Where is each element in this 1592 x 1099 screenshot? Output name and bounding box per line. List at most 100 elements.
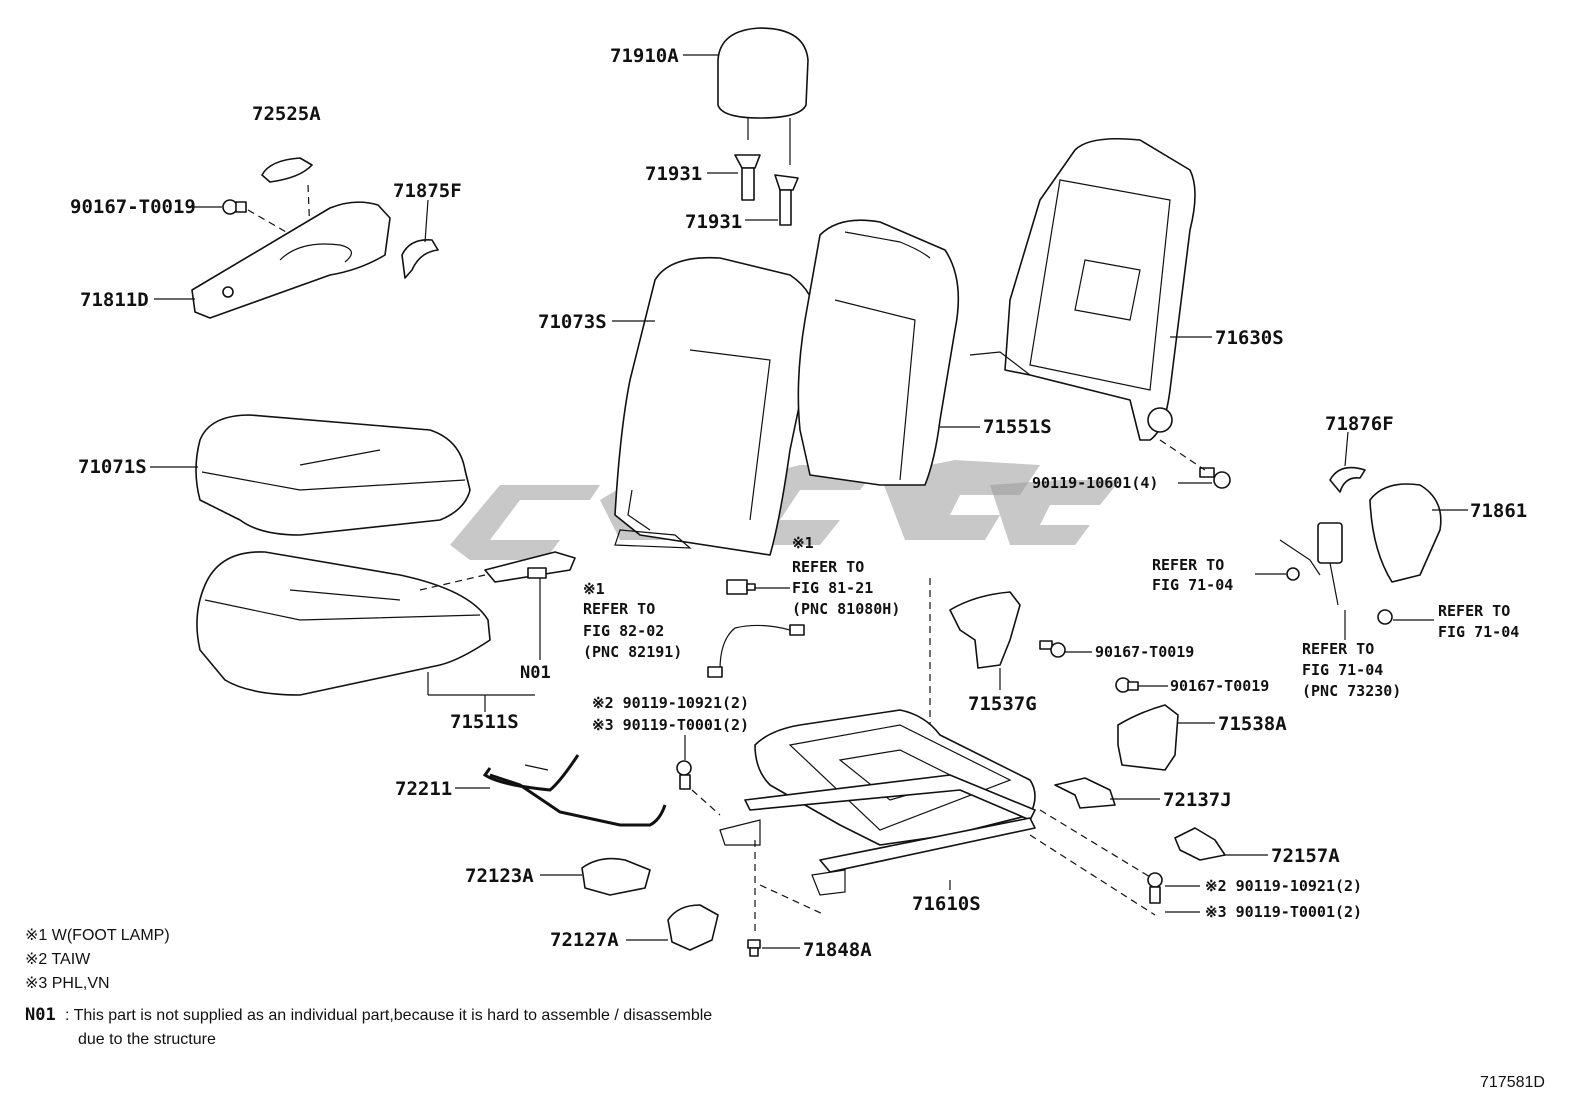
svg-text:(PNC 81080H)[interactable]: (PNC 81080H) (792, 600, 900, 618)
svg-text:FIG 71-04[interactable]: FIG 71-04 (1438, 623, 1519, 641)
svg-text:REFER TO[interactable]: REFER TO (792, 558, 864, 576)
seat-belt-buckle-part[interactable] (1279, 522, 1393, 625)
label-71931-lower[interactable]: 71931 (685, 211, 742, 233)
cover-knob-part[interactable] (261, 157, 313, 183)
legend-s3: ※3 PHL,VN (25, 975, 110, 992)
legend: ※1 W(FOOT LAMP) ※2 TAIW ※3 PHL,VN (25, 927, 170, 992)
knob-cover-part[interactable] (1054, 777, 1116, 809)
bolt-part[interactable] (1147, 872, 1163, 904)
reference-fig-71-04-c[interactable]: REFER TO FIG 71-04 (PNC 73230) (1302, 640, 1401, 700)
legend-s2: ※2 TAIW (25, 951, 91, 968)
side-cover-inner-part[interactable] (949, 591, 1021, 669)
svg-text:(PNC 82191)[interactable]: (PNC 82191) (583, 643, 682, 661)
label-n01[interactable]: N01 (520, 663, 551, 683)
bolt-part[interactable] (1199, 467, 1231, 489)
seat-cushion-pad-part[interactable] (196, 551, 491, 696)
label-bolt-s3-right[interactable]: ※3 90119-T0001(2) (1205, 903, 1362, 921)
dashed-line (1029, 834, 1156, 916)
note-code: N01 (25, 1005, 56, 1025)
seatback-cover-part[interactable] (797, 219, 960, 486)
side-cover-outer-part[interactable] (1117, 704, 1179, 771)
label-71511S[interactable]: 71511S (450, 711, 519, 733)
svg-text:REFER TO[interactable]: REFER TO (1302, 640, 1374, 658)
svg-text:REFER TO[interactable]: REFER TO (1152, 556, 1224, 574)
svg-text:FIG 71-04[interactable]: FIG 71-04 (1152, 576, 1233, 594)
shield-part[interactable] (191, 201, 391, 319)
lever-rod-part[interactable] (482, 754, 667, 827)
diagram-code: 717581D (1480, 1074, 1545, 1091)
label-90119-10601[interactable]: 90119-10601(4) (1032, 474, 1158, 492)
svg-text:(PNC 73230)[interactable]: (PNC 73230) (1302, 682, 1401, 700)
label-71610S[interactable]: 71610S (912, 893, 981, 915)
headrest-part[interactable] (717, 27, 809, 165)
dashed-line (1159, 439, 1206, 471)
label-90167-T0019-mid[interactable]: 90167-T0019 (1095, 643, 1194, 661)
cover-clip-part[interactable] (1329, 466, 1366, 493)
label-71861[interactable]: 71861 (1470, 500, 1527, 522)
label-bolt-s3-left[interactable]: ※3 90119-T0001(2) (592, 716, 749, 734)
cap-part[interactable] (747, 939, 761, 957)
label-71538A[interactable]: 71538A (1218, 713, 1287, 735)
label-71876F[interactable]: 71876F (1325, 413, 1394, 435)
seatback-frame-part[interactable] (969, 137, 1196, 441)
legend-s1: ※1 W(FOOT LAMP) (25, 927, 170, 944)
label-90167-T0019-top[interactable]: 90167-T0019 (70, 196, 196, 218)
label-72157A[interactable]: 72157A (1271, 845, 1340, 867)
svg-text:REFER TO[interactable]: REFER TO (1438, 602, 1510, 620)
bolt-part[interactable] (676, 760, 692, 790)
note-line-1: : This part is not supplied as an indivi… (65, 1007, 712, 1024)
lever-cover-part[interactable] (1174, 827, 1226, 861)
cover-clip-part[interactable] (401, 238, 439, 279)
label-72127A[interactable]: 72127A (550, 929, 619, 951)
reference-fig-71-04-b[interactable]: REFER TO FIG 71-04 (1438, 602, 1519, 641)
label-72137J[interactable]: 72137J (1163, 789, 1232, 811)
label-72525A[interactable]: 72525A (252, 103, 321, 125)
handle-part[interactable] (667, 904, 719, 951)
n01-note: N01 : This part is not supplied as an in… (25, 1005, 712, 1048)
svg-text:FIG 71-04[interactable]: FIG 71-04 (1302, 661, 1383, 679)
dashed-line (691, 789, 721, 816)
foot-lamp-connector-part[interactable] (726, 579, 756, 595)
seatback-pad-part[interactable] (614, 256, 817, 556)
dashed-line (1039, 809, 1156, 881)
label-71931-upper[interactable]: 71931 (645, 163, 702, 185)
label-71875F[interactable]: 71875F (393, 180, 462, 202)
reference-fig-71-04-a[interactable]: REFER TO FIG 71-04 (1152, 556, 1233, 594)
seat-adjuster-frame-part[interactable] (719, 709, 1036, 896)
reference-fig-82-02[interactable]: ※1 REFER TO FIG 82-02 (PNC 82191) (583, 580, 682, 661)
wire-harness-part[interactable] (707, 624, 805, 678)
note-line-2: due to the structure (78, 1031, 216, 1048)
dashed-line (759, 884, 826, 916)
headrest-support-part[interactable] (734, 154, 799, 226)
screw-part[interactable] (222, 199, 247, 215)
screw-part[interactable] (1115, 677, 1139, 693)
label-71910A[interactable]: 71910A (610, 45, 679, 67)
label-71630S[interactable]: 71630S (1215, 327, 1284, 349)
knob-part[interactable] (581, 857, 651, 896)
label-bolt-s2-left[interactable]: ※2 90119-10921(2) (592, 694, 749, 712)
side-cover-part[interactable] (1369, 483, 1442, 583)
label-bolt-s2-right[interactable]: ※2 90119-10921(2) (1205, 877, 1362, 895)
label-72211[interactable]: 72211 (395, 778, 452, 800)
seat-cushion-cover-part[interactable] (195, 414, 471, 536)
label-71537G[interactable]: 71537G (968, 693, 1037, 715)
leader-line (1344, 431, 1349, 467)
label-71551S[interactable]: 71551S (983, 416, 1052, 438)
label-71848A[interactable]: 71848A (803, 939, 872, 961)
label-90167-T0019-right[interactable]: 90167-T0019 (1170, 677, 1269, 695)
svg-text:※1[interactable]: ※1 (792, 534, 814, 552)
reference-fig-81-21[interactable]: ※1 REFER TO FIG 81-21 (PNC 81080H) (792, 534, 900, 618)
leader-line (424, 199, 429, 243)
svg-text:※1[interactable]: ※1 (583, 580, 605, 598)
screw-part[interactable] (1039, 640, 1066, 658)
n01-bracket-part[interactable] (484, 551, 576, 583)
label-72123A[interactable]: 72123A (465, 865, 534, 887)
label-71071S[interactable]: 71071S (78, 456, 147, 478)
label-71073S[interactable]: 71073S (538, 311, 607, 333)
svg-text:REFER TO[interactable]: REFER TO (583, 600, 655, 618)
svg-text:FIG 81-21[interactable]: FIG 81-21 (792, 579, 873, 597)
label-71811D[interactable]: 71811D (80, 289, 149, 311)
svg-text:FIG 82-02[interactable]: FIG 82-02 (583, 622, 664, 640)
